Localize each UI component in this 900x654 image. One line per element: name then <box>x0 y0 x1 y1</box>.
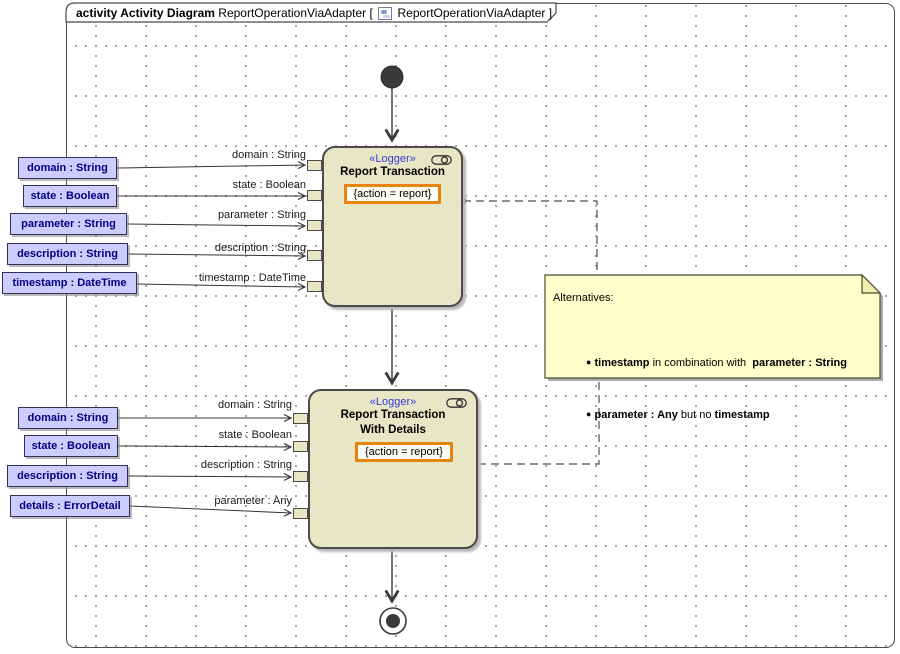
bullet-term: timestamp <box>594 357 650 369</box>
note-bullets: ● timestamp in combination with paramete… <box>586 320 847 458</box>
bullet-term: parameter : Any <box>594 409 678 421</box>
parameter-node-domain-bottom[interactable]: domain : String <box>18 407 118 429</box>
input-pin-state-top[interactable] <box>307 190 322 201</box>
input-pin-description-top[interactable] <box>307 250 322 261</box>
note-bullet-2: ● parameter : Any but no timestamp <box>586 406 847 424</box>
bullet-text: but no <box>677 409 715 421</box>
note-title: Alternatives: <box>553 292 614 304</box>
pin-label: domain : String <box>232 149 306 161</box>
constraint-badge[interactable]: {action = report} <box>355 442 453 462</box>
pin-label: timestamp : DateTime <box>198 272 306 284</box>
input-pin-domain-top[interactable] <box>307 160 322 171</box>
input-pin-parameter-bottom[interactable] <box>293 508 308 519</box>
pin-label: domain : String <box>218 399 292 411</box>
frame-title-name: ReportOperationViaAdapter [ <box>214 6 377 20</box>
input-pin-parameter-top[interactable] <box>307 220 322 231</box>
action-report-transaction-with-details[interactable]: «Logger» Report Transaction With Details… <box>308 389 478 549</box>
call-behavior-icon <box>446 398 467 408</box>
parameter-node-state-bottom[interactable]: state : Boolean <box>24 435 118 457</box>
constraint-badge[interactable]: {action = report} <box>343 184 442 204</box>
parameter-node-description-top[interactable]: description : String <box>7 243 128 265</box>
parameter-node-state-top[interactable]: state : Boolean <box>23 185 117 207</box>
bullet-term: timestamp <box>714 409 770 421</box>
bullet-text: in combination with <box>649 357 753 369</box>
action-report-transaction[interactable]: «Logger» Report Transaction {action = re… <box>322 146 463 307</box>
activity-diagram-icon <box>378 6 393 20</box>
parameter-node-timestamp-top[interactable]: timestamp : DateTime <box>2 272 137 294</box>
pin-label: description : String <box>214 242 306 254</box>
stereotype-label: «Logger» <box>369 396 417 408</box>
stereotype-label: «Logger» <box>369 153 416 165</box>
pin-label: parameter : String <box>217 209 306 221</box>
action-name-line2: With Details <box>360 424 426 436</box>
action-name-line1: Report Transaction <box>340 409 446 421</box>
bullet-term: parameter : String <box>752 357 847 369</box>
input-pin-description-bottom[interactable] <box>293 471 308 482</box>
call-behavior-icon <box>431 155 452 165</box>
frame-title: activity Activity Diagram ReportOperatio… <box>76 6 552 20</box>
action-name: Report Transaction <box>340 166 445 178</box>
input-pin-state-bottom[interactable] <box>293 441 308 452</box>
bullet-icon: ● <box>586 409 592 419</box>
pin-label: state : Boolean <box>232 179 306 191</box>
parameter-node-parameter-top[interactable]: parameter : String <box>10 213 127 235</box>
pin-label: state : Boolean <box>218 429 292 441</box>
pin-label: parameter : Any <box>214 495 292 507</box>
pin-label: description : String <box>200 459 292 471</box>
frame-title-context: ReportOperationViaAdapter ] <box>394 6 553 20</box>
bullet-icon: ● <box>586 357 592 367</box>
input-pin-domain-bottom[interactable] <box>293 413 308 424</box>
parameter-node-description-bottom[interactable]: description : String <box>7 465 128 487</box>
frame-title-keyword: activity Activity Diagram <box>76 6 215 20</box>
parameter-node-details-bottom[interactable]: details : ErrorDetail <box>10 495 130 517</box>
parameter-node-domain-top[interactable]: domain : String <box>18 157 117 179</box>
note-bullet-1: ● timestamp in combination with paramete… <box>586 354 847 372</box>
input-pin-timestamp-top[interactable] <box>307 281 322 292</box>
